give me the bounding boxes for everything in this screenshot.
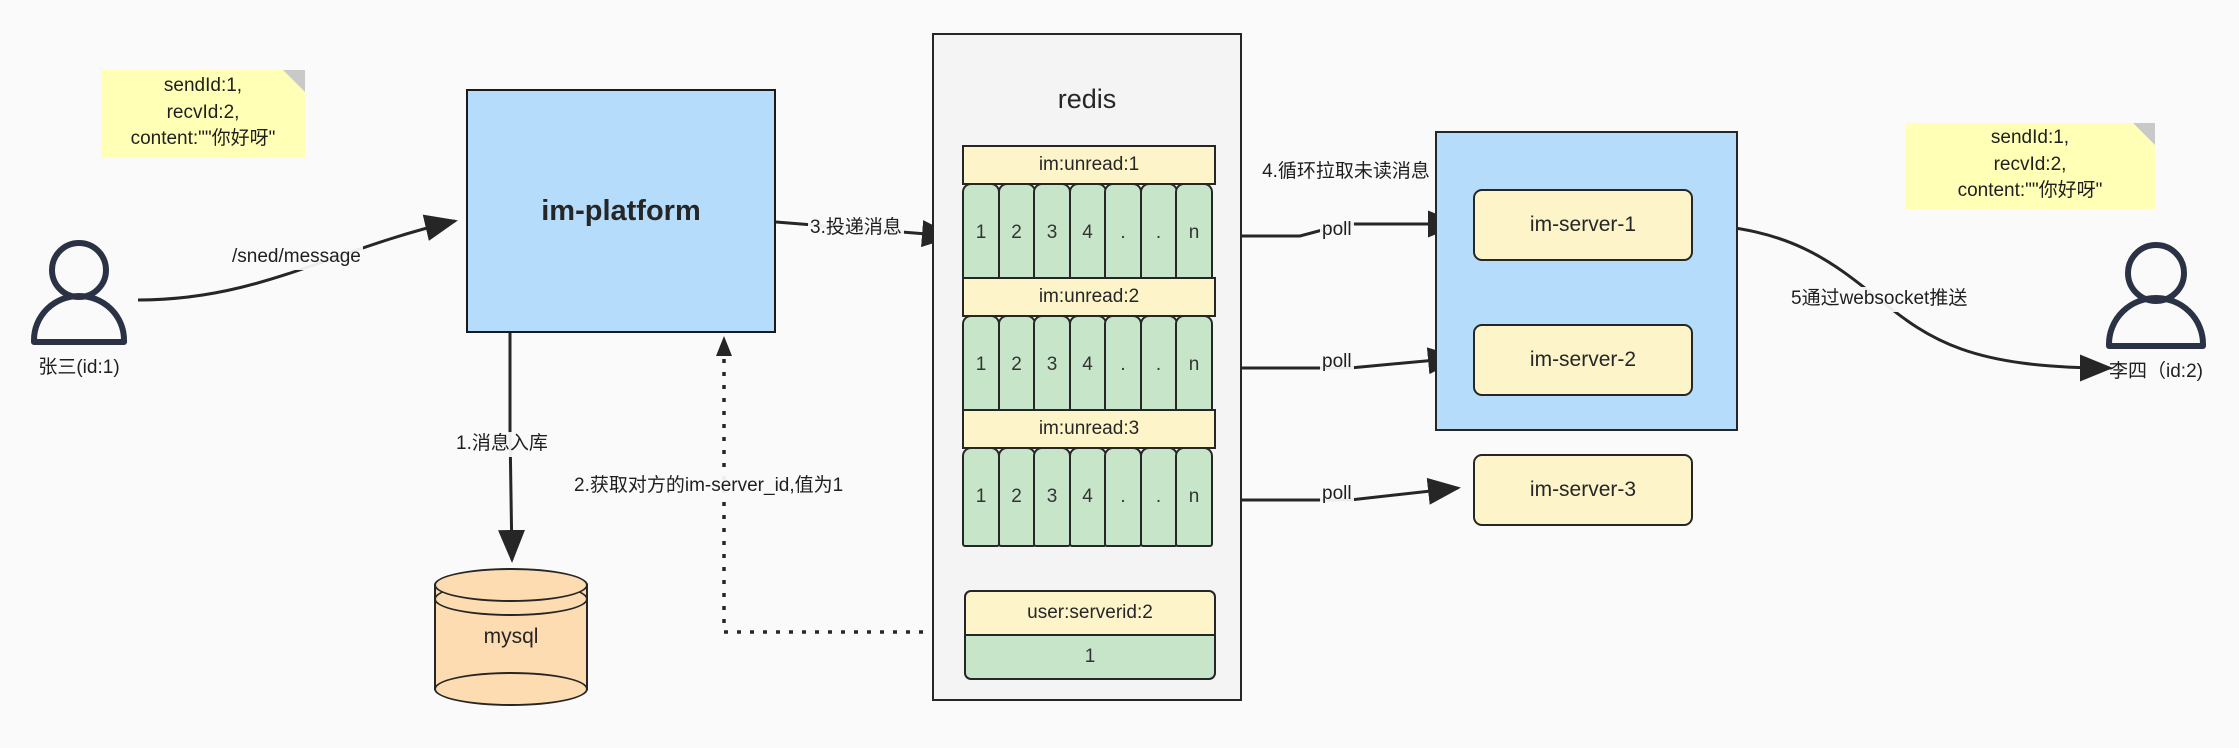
list-cell: n [1175, 183, 1213, 283]
list-cell: 4 [1068, 183, 1107, 283]
person-icon [31, 240, 127, 345]
im-server-2-box[interactable]: im-server-2 [1473, 324, 1693, 396]
actor-receiver: 李四（id:2) [2098, 240, 2214, 382]
list-cell: . [1104, 315, 1142, 415]
actor-sender-label: 张三(id:1) [38, 357, 120, 378]
edge-label-step2: 2.获取对方的im-server_id,值为1 [572, 474, 846, 499]
edge-label-send-message: /sned/message [230, 245, 363, 270]
list-cell: 3 [1033, 315, 1071, 415]
edge-label-poll-1: poll [1320, 218, 1354, 243]
redis-container: redis im:unread:1 1 2 3 4 . . n im:unrea… [932, 33, 1242, 701]
cylinder-bottom [434, 672, 588, 706]
note-left-line-2: recvId:2, [166, 101, 240, 123]
actor-receiver-label: 李四（id:2) [2109, 361, 2203, 382]
im-server-2-label: im-server-2 [1529, 348, 1637, 371]
edge-label-step5: 5通过websocket推送 [1789, 287, 1970, 312]
note-left-line-1: sendId:1, [163, 74, 243, 96]
im-server-3-box[interactable]: im-server-3 [1473, 454, 1693, 526]
list-cell: 4 [1068, 315, 1107, 415]
im-server-1-label: im-server-1 [1529, 213, 1637, 236]
redis-list-im-unread-1[interactable]: im:unread:1 1 2 3 4 . . n [962, 145, 1216, 283]
edge-label-step4: 4.循环拉取未读消息 [1258, 160, 1434, 185]
edge-label-poll-3: poll [1320, 482, 1354, 507]
im-platform-box[interactable]: im-platform [466, 89, 776, 333]
redis-kv-user-serverid-2[interactable]: user:serverid:2 1 [964, 590, 1216, 682]
redis-key-label: im:unread:2 [962, 277, 1216, 317]
note-right-message-payload: sendId:1, recvId:2, content:""你好呀" [1905, 123, 2155, 209]
edge-kv-arrowhead [716, 336, 732, 356]
list-cell: 1 [962, 447, 1000, 547]
list-cell: 2 [997, 447, 1036, 547]
list-cell: 2 [997, 183, 1036, 283]
list-cell: . [1139, 315, 1178, 415]
redis-kv-key: user:serverid:2 [964, 590, 1216, 636]
mysql-label: mysql [483, 625, 539, 648]
cylinder-top [434, 568, 588, 602]
person-icon [2106, 242, 2206, 349]
redis-list-cells: 1 2 3 4 . . n [962, 447, 1216, 547]
im-server-1-box[interactable]: im-server-1 [1473, 189, 1693, 261]
actor-sender: 张三(id:1) [24, 238, 134, 378]
redis-key-label: im:unread:3 [962, 409, 1216, 449]
list-cell: . [1104, 447, 1142, 547]
redis-list-cells: 1 2 3 4 . . n [962, 183, 1216, 283]
note-left-line-3: content:""你好呀" [130, 128, 276, 150]
mysql-database[interactable]: mysql [434, 568, 588, 706]
note-right-line-1: sendId:1, [1990, 126, 2070, 148]
list-cell: 1 [962, 315, 1000, 415]
list-cell: n [1175, 447, 1213, 547]
list-cell: 4 [1068, 447, 1107, 547]
list-cell: . [1104, 183, 1142, 283]
list-cell: 3 [1033, 447, 1071, 547]
redis-list-cells: 1 2 3 4 . . n [962, 315, 1216, 415]
note-right-line-3: content:""你好呀" [1957, 180, 2103, 202]
list-cell: n [1175, 315, 1213, 415]
list-cell: 2 [997, 315, 1036, 415]
note-left-message-payload: sendId:1, recvId:2, content:""你好呀" [101, 70, 305, 158]
list-cell: 1 [962, 183, 1000, 283]
im-server-3-label: im-server-3 [1529, 478, 1637, 501]
edge-label-step3: 3.投递消息 [808, 216, 904, 241]
redis-key-label: im:unread:1 [962, 145, 1216, 185]
list-cell: . [1139, 447, 1178, 547]
redis-kv-value: 1 [964, 634, 1216, 680]
redis-list-im-unread-2[interactable]: im:unread:2 1 2 3 4 . . n [962, 277, 1216, 415]
note-right-line-2: recvId:2, [1993, 153, 2067, 175]
edge-label-step1: 1.消息入库 [454, 432, 550, 457]
im-server-cluster: im-server-1 im-server-2 im-server-3 [1435, 131, 1738, 526]
list-cell: . [1139, 183, 1178, 283]
edge-label-poll-2: poll [1320, 350, 1354, 375]
list-cell: 3 [1033, 183, 1071, 283]
im-platform-label: im-platform [541, 194, 701, 227]
redis-title: redis [1057, 84, 1117, 114]
redis-list-im-unread-3[interactable]: im:unread:3 1 2 3 4 . . n [962, 409, 1216, 547]
